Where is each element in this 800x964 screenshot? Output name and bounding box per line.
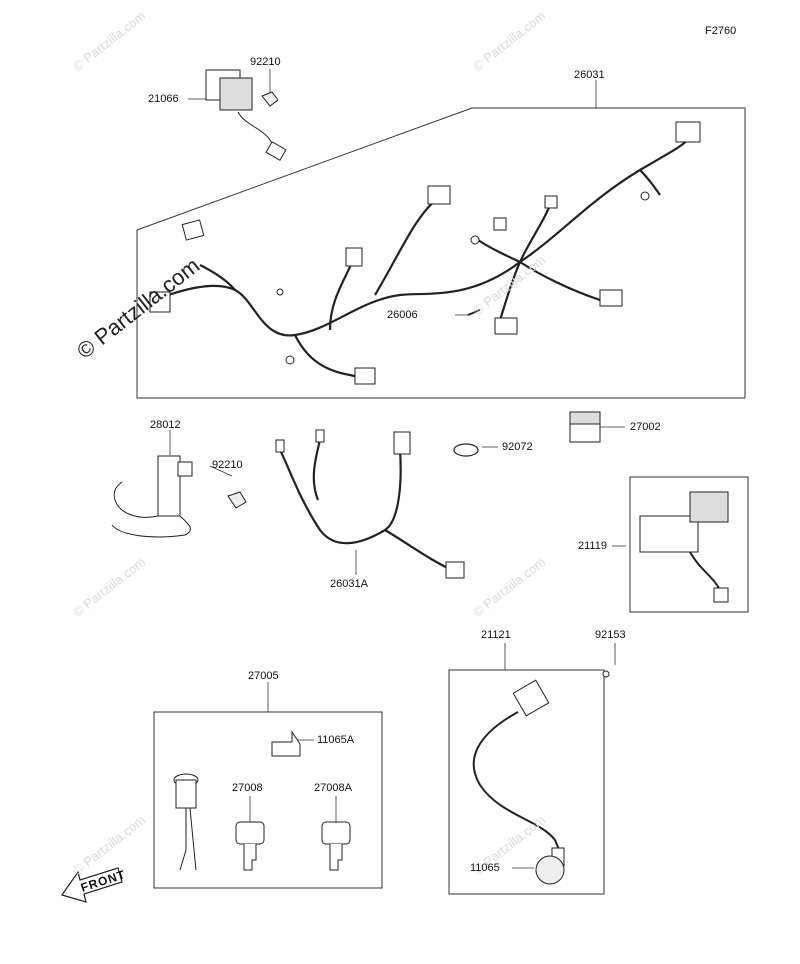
relay-27002 — [569, 411, 601, 443]
box-21121-outline — [448, 669, 605, 895]
part-label-26031A[interactable]: 26031A — [330, 578, 368, 590]
part-label-27008[interactable]: 27008 — [232, 782, 263, 794]
part-label-26031[interactable]: 26031 — [574, 69, 605, 81]
regulator-21066 — [205, 69, 287, 161]
part-label-27002[interactable]: 27002 — [630, 421, 661, 433]
clip-26006 — [467, 309, 481, 316]
part-label-11065A[interactable]: 11065A — [317, 734, 355, 746]
cap-11065A — [271, 730, 301, 757]
part-label-11065[interactable]: 11065 — [470, 862, 500, 874]
front-arrow — [61, 867, 123, 903]
part-label-27008A[interactable]: 27008A — [314, 782, 352, 794]
part-label-92072[interactable]: 92072 — [502, 441, 533, 453]
part-label-21119[interactable]: 21119 — [578, 540, 607, 552]
part-label-21121[interactable]: 21121 — [481, 629, 511, 641]
part-label-21066[interactable]: 21066 — [148, 93, 179, 105]
unit-21119 — [639, 491, 729, 603]
harness-26031A — [279, 439, 453, 572]
key-27008 — [235, 821, 265, 871]
part-label-92210-mid[interactable]: 92210 — [212, 459, 243, 471]
ignition-21121 — [472, 670, 610, 885]
part-label-92210[interactable]: 92210 — [250, 56, 281, 68]
part-label-92153[interactable]: 92153 — [595, 629, 626, 641]
harness-26031A-connectors — [275, 429, 465, 579]
figure-code: F2760 — [705, 25, 737, 37]
band-92072 — [453, 443, 479, 457]
part-label-26006[interactable]: 26006 — [387, 309, 418, 321]
part-label-28012[interactable]: 28012 — [150, 419, 181, 431]
main-harness-connectors — [149, 121, 701, 385]
part-label-27005[interactable]: 27005 — [248, 670, 279, 682]
ignition-switch-27005 — [173, 773, 199, 871]
key-27008A — [321, 821, 351, 871]
box-21119-outline — [629, 476, 749, 613]
harness-panel-outline — [136, 107, 746, 399]
main-harness-26031 — [154, 137, 691, 383]
sensor-28012 — [111, 455, 247, 538]
